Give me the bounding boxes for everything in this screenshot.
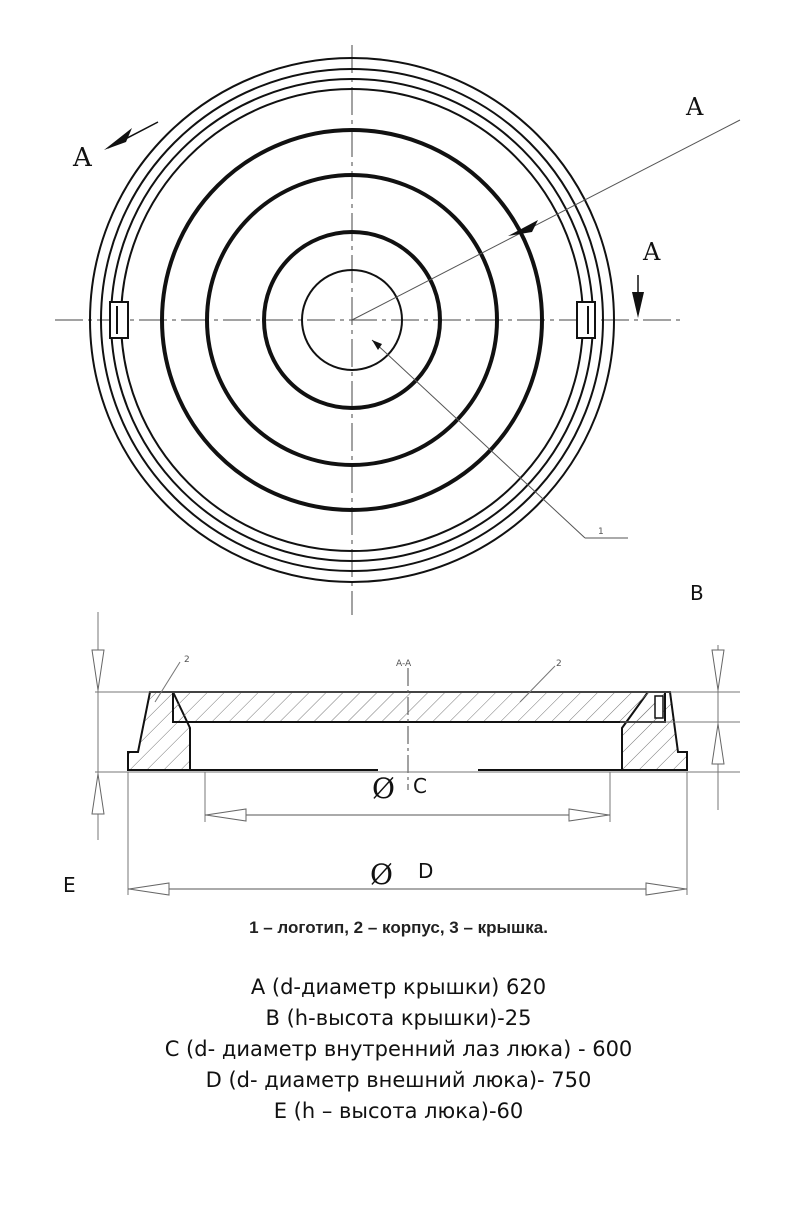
arrow-icon-right-a xyxy=(632,292,644,318)
arrow-icon-diameter-a xyxy=(508,220,538,236)
arrow-icon-e-top xyxy=(91,649,105,691)
legend-item-b: B (h-высота крышки)-25 xyxy=(265,1006,532,1030)
arrow-icon-d-right xyxy=(645,882,687,896)
label-callout-body-right: 2 xyxy=(556,659,562,669)
legend-item-a: A (d-диаметр крышки) 620 xyxy=(250,975,547,999)
diameter-symbol-d: Ø xyxy=(370,858,393,891)
plan-view xyxy=(55,45,741,615)
drawing-caption: 1 – логотип, 2 – корпус, 3 – крышка. xyxy=(249,918,548,937)
label-section-top-right: A xyxy=(685,93,704,121)
arrow-icon-e-bottom xyxy=(91,773,105,815)
dimension-legend: A (d-диаметр крышки) 620 B (h-высота кры… xyxy=(0,972,797,1127)
label-dimension-e: E xyxy=(63,873,76,897)
inner-ring xyxy=(262,230,442,410)
arrow-icon-c-right xyxy=(568,808,610,822)
cover-edge xyxy=(654,695,664,719)
leader-logo xyxy=(371,339,586,539)
label-callout-body-left: 2 xyxy=(184,655,190,665)
arrow-icon-b-bottom xyxy=(711,723,725,765)
middle-ring xyxy=(205,173,499,467)
arrow-icon-b-top xyxy=(711,649,725,691)
logo-circle xyxy=(301,269,403,371)
cover-ring xyxy=(160,128,544,512)
cover-section xyxy=(172,691,666,723)
label-section-right: A xyxy=(642,238,661,266)
outer-ring-2 xyxy=(100,68,604,572)
label-section-title: A-A xyxy=(396,659,412,669)
legend-item-d: D (d- диаметр внешний люка)- 750 xyxy=(205,1068,592,1092)
outer-ring-1 xyxy=(89,57,615,583)
arrow-icon-d-left xyxy=(128,882,170,896)
lug-left xyxy=(109,301,129,339)
diameter-symbol-c: Ø xyxy=(372,772,395,805)
label-dimension-c: C xyxy=(413,774,427,798)
section-view xyxy=(95,612,740,895)
leader-diameter-a xyxy=(351,119,741,321)
legend-item-c: C (d- диаметр внутренний лаз люка) - 600 xyxy=(164,1037,633,1061)
leader-body-left xyxy=(154,661,181,703)
lug-right xyxy=(576,301,596,339)
arrow-icon-left-a xyxy=(104,128,132,150)
label-dimension-d: D xyxy=(418,859,433,883)
arrow-icon-c-left xyxy=(205,808,247,822)
label-b: B xyxy=(690,581,704,605)
label-section-left: A xyxy=(72,143,93,173)
label-callout-logo: 1 xyxy=(598,527,604,537)
legend-item-e: E (h – высота люка)-60 xyxy=(273,1099,524,1123)
arrow-icon-logo xyxy=(372,340,382,350)
leader-body-right xyxy=(519,665,556,703)
